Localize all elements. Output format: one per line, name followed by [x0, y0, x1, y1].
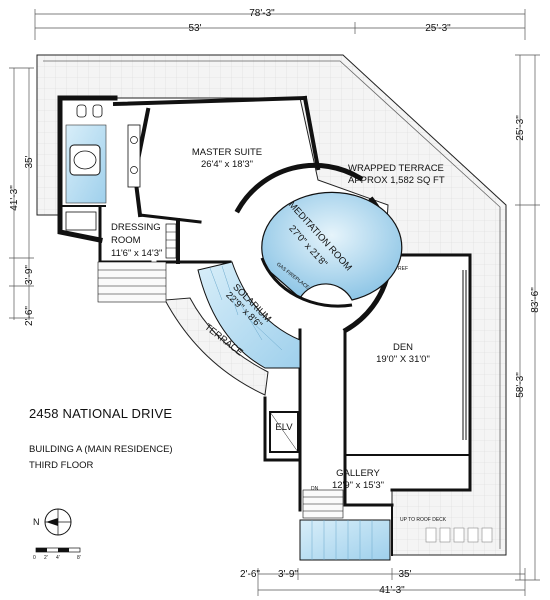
toilet-2 [92, 104, 103, 118]
toilet-1 [76, 104, 87, 118]
den-label: DEN [393, 342, 413, 353]
dim-right-upper: 25'-3" [515, 115, 526, 141]
wrapped-terrace-area-label: APPROX 1,582 SQ FT [348, 175, 445, 186]
dim-bottom-total: 41'-3" [379, 585, 405, 596]
gallery-size: 12'9" x 15'3" [332, 480, 384, 491]
dim-top-right: 25'-3" [425, 23, 451, 34]
scale-label-8: 8' [77, 555, 81, 561]
wrapped-terrace-label: WRAPPED TERRACE [348, 163, 444, 174]
dim-top-total: 78'-3" [249, 8, 275, 19]
meditation-pool [261, 191, 403, 301]
north-arrow: N [33, 508, 72, 536]
floor-label: THIRD FLOOR [29, 460, 94, 471]
bathtub [69, 144, 101, 176]
master-suite-label: MASTER SUITE [192, 147, 262, 158]
scale-label-4: 4' [56, 555, 60, 561]
sink-2 [130, 166, 138, 174]
elevator-label: ELV [275, 422, 293, 433]
shower [65, 211, 97, 231]
gallery-stair-treads [311, 520, 373, 560]
elevator-diag [269, 411, 299, 453]
wrapped-terrace-area [36, 54, 507, 556]
dim-right-total: 83'-6" [530, 287, 541, 313]
bathtub-basin [73, 150, 97, 170]
closet-1 [165, 223, 177, 259]
dim-right-lower: 58'-3" [515, 372, 526, 398]
sink-1 [130, 136, 138, 144]
stair-west [97, 261, 167, 303]
master-suite-size: 26'4" x 18'3" [201, 159, 253, 170]
solarium-mullions [209, 265, 283, 351]
dim-bottom-b: 3'-9" [278, 569, 298, 580]
planters [425, 527, 493, 543]
closet-shelves [166, 231, 176, 249]
building-label: BUILDING A (MAIN RESIDENCE) [29, 444, 173, 455]
den-size: 19'0" X 31'0" [376, 354, 430, 365]
dim-left-total: 41'-3" [9, 185, 20, 211]
dn-label: DN [311, 486, 319, 492]
dim-left-mid: 3'-9" [24, 265, 35, 285]
up-to-roof-deck-label: UP TO ROOF DECK [400, 517, 447, 523]
terrace-strip [164, 297, 269, 396]
den-window [462, 270, 467, 440]
gallery-glass-stair [299, 519, 391, 561]
scale-label-0: 0 [33, 555, 36, 561]
dimension-labels: 78'-3" 53' 25'-3" 41'-3" 35' 3'-9" 2'-6"… [9, 8, 541, 596]
dim-left-lower: 2'-6" [24, 306, 35, 326]
address-title: 2458 NATIONAL DRIVE [29, 406, 173, 421]
scale-label-2: 2' [44, 555, 48, 561]
dressing-room-label-2: ROOM [111, 235, 141, 246]
down-stair [302, 489, 344, 519]
solarium-glass [197, 261, 301, 369]
dimension-lines [9, 9, 540, 596]
scale-bar: 0 2' 4' 8' [33, 547, 81, 561]
gallery-label: GALLERY [336, 468, 380, 479]
vanity [127, 124, 141, 188]
dim-top-left: 53' [188, 23, 201, 34]
ref-label: REF [398, 266, 408, 272]
gas-fireplace-arc [260, 257, 353, 308]
dim-left-upper: 35' [24, 155, 35, 168]
dim-bottom-c: 35' [398, 569, 411, 580]
dressing-room-label-1: DRESSING [111, 222, 161, 233]
north-label: N [33, 517, 40, 527]
dressing-room-size: 11'6" x 14'3" [111, 248, 162, 259]
terrace-parapet [43, 60, 501, 549]
dim-bottom-a: 2'-6" [240, 569, 260, 580]
